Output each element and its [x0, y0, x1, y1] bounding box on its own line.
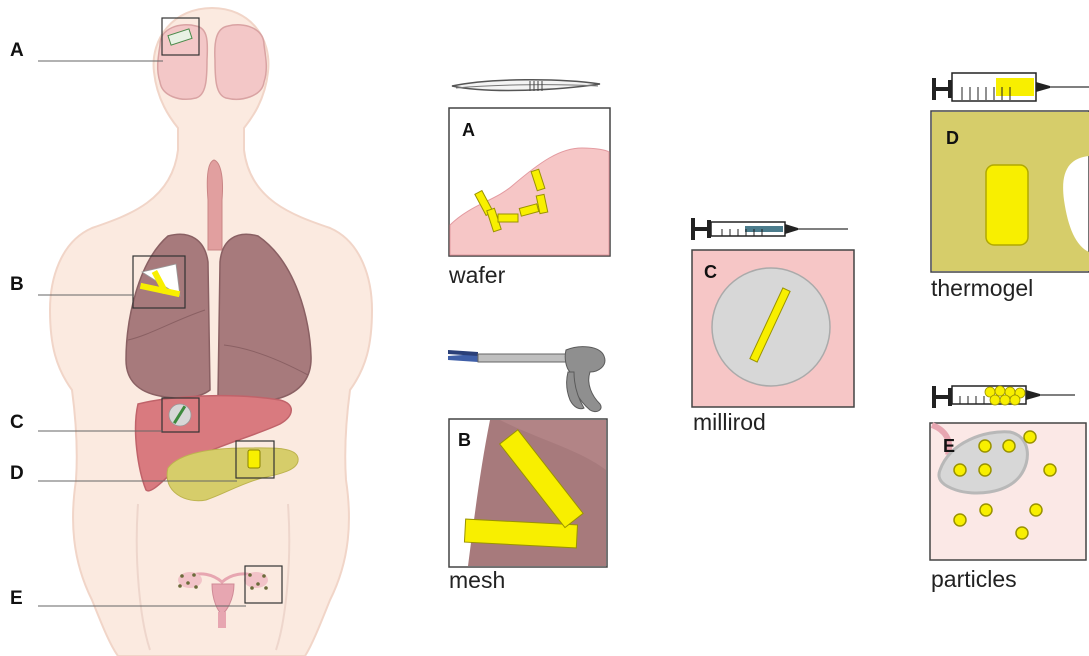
panel-d-thermogel-depot [986, 165, 1028, 245]
forceps-icon [452, 80, 600, 91]
syringe-icon [932, 386, 1075, 408]
human-body [38, 8, 372, 656]
panel-b-caption: mesh [449, 567, 505, 594]
panel-e: E [930, 386, 1086, 560]
brain-right-hemisphere [215, 25, 267, 99]
panel-a-caption: wafer [449, 262, 505, 289]
panel-a: A [449, 80, 610, 256]
panel-c-letter: C [704, 262, 717, 282]
body-silhouette [50, 8, 372, 656]
panel-a-letter: A [462, 120, 475, 140]
panel-c-caption: millirod [693, 409, 766, 436]
panel-d-caption: thermogel [931, 275, 1033, 302]
syringe-icon [691, 218, 848, 240]
uterus-stem [218, 612, 226, 628]
panel-e-letter: E [943, 436, 955, 456]
panel-d-letter: D [946, 128, 959, 148]
applicator-gun-icon [448, 347, 605, 412]
panel-e-caption: particles [931, 566, 1017, 593]
trachea [207, 160, 222, 250]
syringe-icon [932, 73, 1089, 101]
panel-b: B [448, 347, 607, 567]
panel-b-letter: B [458, 430, 471, 450]
panel-c: C [691, 218, 854, 407]
panel-d: D [931, 73, 1089, 272]
mini-thermogel [248, 450, 260, 468]
